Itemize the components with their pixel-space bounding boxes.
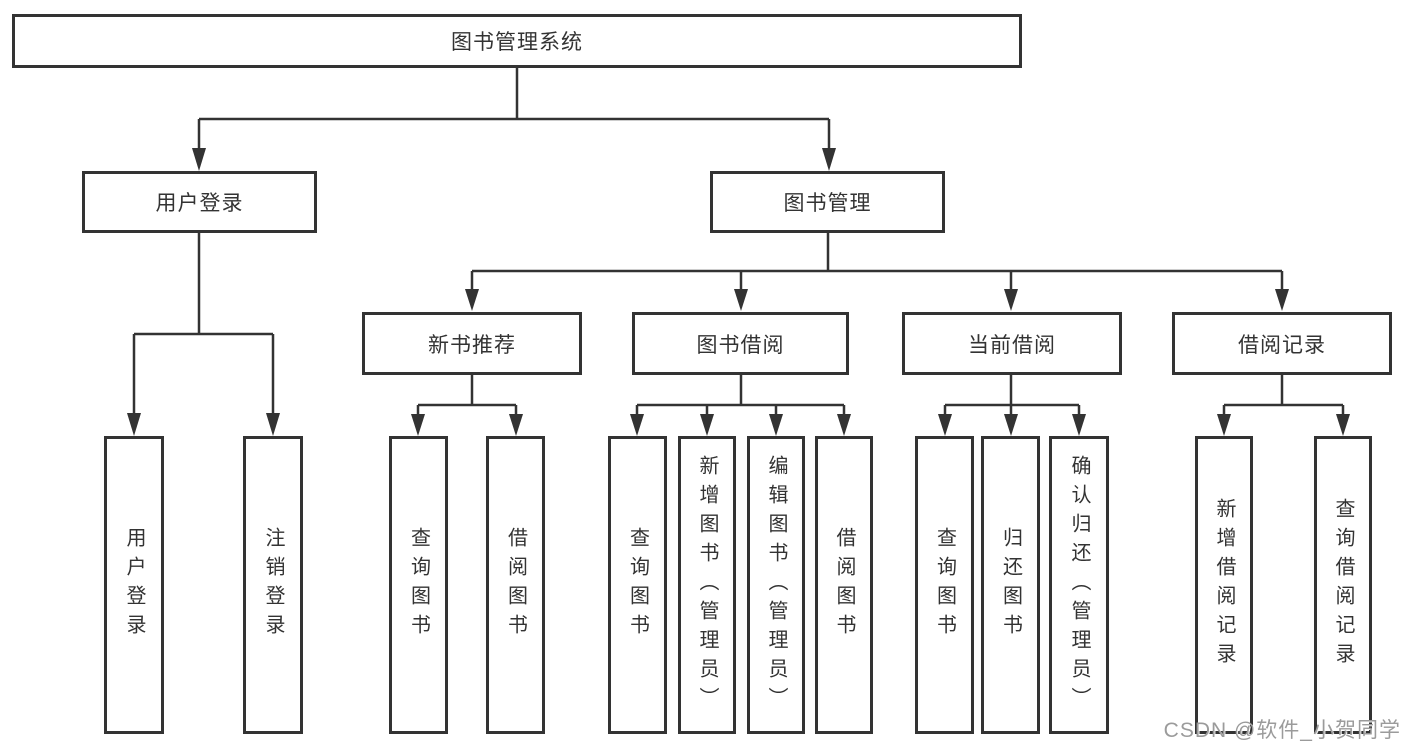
node-borrow-records: 借阅记录 xyxy=(1172,312,1392,375)
connector-root xyxy=(197,68,831,151)
leaf-label: 新增图书（管理员） xyxy=(696,454,718,716)
leaf-label: 用户登录 xyxy=(123,527,145,643)
leaf-add-book-admin: 新增图书（管理员） xyxy=(678,436,736,734)
connector-book-management xyxy=(470,233,1284,292)
node-root-system: 图书管理系统 xyxy=(12,14,1022,68)
leaf-confirm-return-admin: 确认归还（管理员） xyxy=(1049,436,1109,734)
arrowhead xyxy=(465,289,479,311)
leaf-logout: 注销登录 xyxy=(243,436,303,734)
leaf-query-book-recommend: 查询图书 xyxy=(389,436,448,734)
leaf-label: 新增借阅记录 xyxy=(1213,498,1235,672)
leaf-label: 借阅图书 xyxy=(833,527,855,643)
leaf-label: 查询图书 xyxy=(407,527,430,643)
leaf-query-borrow-record: 查询借阅记录 xyxy=(1314,436,1372,734)
leaf-label: 查询图书 xyxy=(626,527,649,643)
arrowhead xyxy=(837,414,851,436)
leaf-user-login: 用户登录 xyxy=(104,436,164,734)
connector-user-login xyxy=(132,233,275,416)
arrowhead xyxy=(127,413,141,436)
leaf-label: 注销登录 xyxy=(262,527,284,643)
arrowhead xyxy=(769,414,783,436)
leaf-label: 借阅图书 xyxy=(504,527,527,643)
leaf-edit-book-admin: 编辑图书（管理员） xyxy=(747,436,805,734)
connector-book-borrow xyxy=(635,375,846,415)
arrowhead xyxy=(192,148,206,171)
arrowhead xyxy=(1004,289,1018,311)
node-book-borrow: 图书借阅 xyxy=(632,312,849,375)
csdn-watermark: CSDN @软件_小贺同学 xyxy=(1163,719,1401,742)
arrowhead xyxy=(734,289,748,311)
arrowhead xyxy=(411,414,425,436)
arrowhead xyxy=(266,413,280,436)
node-current-borrow: 当前借阅 xyxy=(902,312,1122,375)
arrowhead xyxy=(822,148,836,171)
leaf-label: 归还图书 xyxy=(999,527,1022,643)
leaf-label: 查询图书 xyxy=(933,527,956,643)
arrowhead xyxy=(700,414,714,436)
arrowhead xyxy=(1072,414,1086,436)
arrowheads xyxy=(127,148,1350,436)
arrowhead xyxy=(1217,414,1231,436)
leaf-borrow-book: 借阅图书 xyxy=(815,436,873,734)
arrowhead xyxy=(509,414,523,436)
leaf-label: 查询借阅记录 xyxy=(1332,498,1354,672)
connector-borrow-records xyxy=(1222,375,1345,415)
leaf-label: 编辑图书（管理员） xyxy=(765,454,787,716)
node-user-login: 用户登录 xyxy=(82,171,317,233)
arrowhead xyxy=(1275,289,1289,311)
leaf-query-book-borrow: 查询图书 xyxy=(608,436,667,734)
arrowhead xyxy=(938,414,952,436)
arrowhead xyxy=(1004,414,1018,436)
leaf-query-book-current: 查询图书 xyxy=(915,436,974,734)
connector-new-book-recommend xyxy=(416,375,518,415)
leaf-label: 确认归还（管理员） xyxy=(1068,454,1090,716)
node-book-management: 图书管理 xyxy=(710,171,945,233)
leaf-borrow-book-recommend: 借阅图书 xyxy=(486,436,545,734)
arrowhead xyxy=(1336,414,1350,436)
leaf-add-borrow-record: 新增借阅记录 xyxy=(1195,436,1253,734)
node-new-book-recommend: 新书推荐 xyxy=(362,312,582,375)
leaf-return-book: 归还图书 xyxy=(981,436,1040,734)
connector-current-borrow xyxy=(943,375,1081,415)
arrowhead xyxy=(630,414,644,436)
